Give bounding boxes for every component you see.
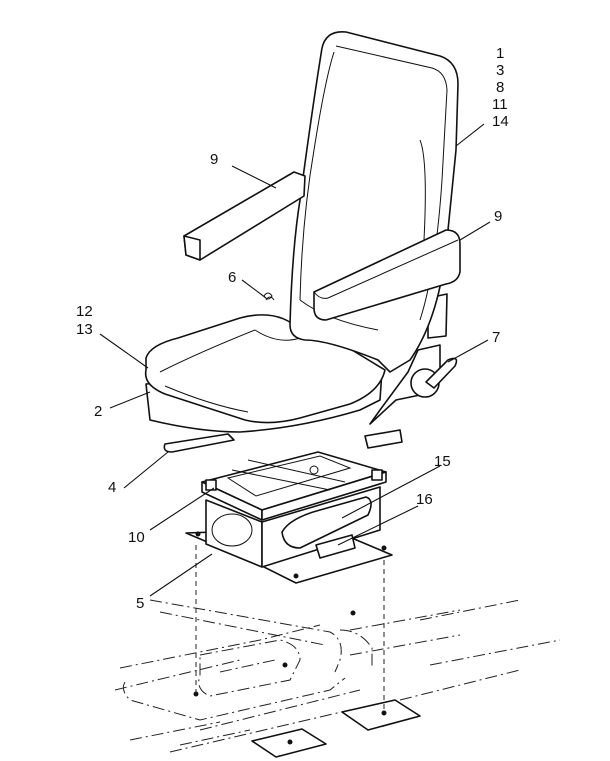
mounting-base (185, 486, 393, 584)
callout-13: 13 (76, 321, 93, 338)
callout-9-left: 9 (210, 151, 218, 168)
leader-lines (99, 123, 491, 597)
floor-pad-right (341, 699, 421, 731)
callout-labels: 1 3 8 11 14 9 9 6 12 13 7 2 4 15 16 10 5 (76, 45, 509, 612)
callout-14: 14 (492, 113, 509, 130)
fore-aft-handle (163, 429, 403, 453)
callout-8: 8 (496, 79, 504, 96)
suspension-frame (201, 451, 387, 521)
armrest-right (313, 229, 461, 321)
floor-holes (193, 610, 356, 697)
callout-2: 2 (94, 403, 102, 420)
callout-12: 12 (76, 303, 93, 320)
callout-9-right: 9 (494, 208, 502, 225)
lumbar-knob (263, 292, 275, 301)
callout-1: 1 (496, 45, 504, 62)
callout-10: 10 (128, 529, 145, 546)
alignment-lines (195, 545, 385, 713)
floor-pad-front (251, 728, 327, 758)
callout-11: 11 (492, 96, 508, 113)
armrest-left (183, 171, 306, 261)
recline-lever (369, 293, 458, 425)
callout-4: 4 (108, 479, 116, 496)
floor-mounting-pattern (114, 599, 561, 753)
callout-16: 16 (416, 491, 433, 508)
callout-5: 5 (136, 595, 144, 612)
callout-6: 6 (228, 269, 236, 286)
callout-15: 15 (434, 453, 451, 470)
callout-3: 3 (496, 62, 504, 79)
callout-7: 7 (492, 329, 500, 346)
